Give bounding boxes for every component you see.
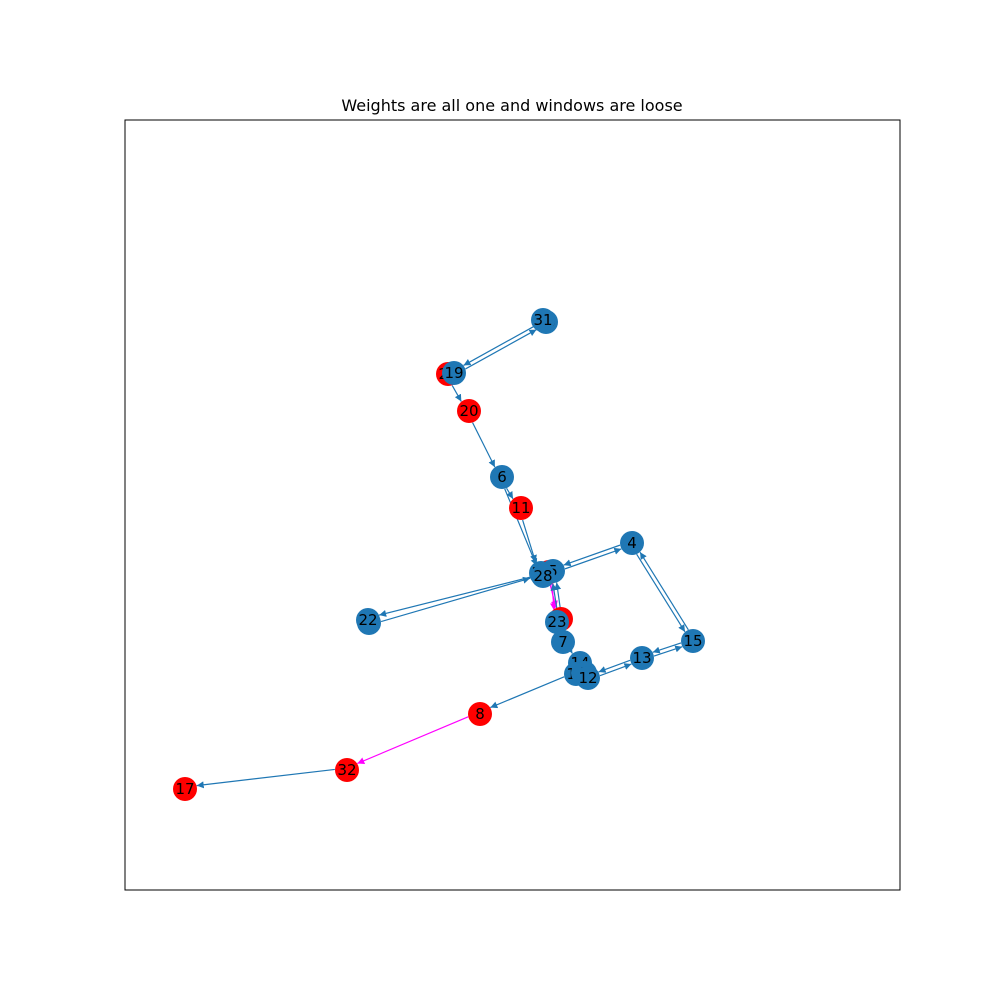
node-circle-11 — [509, 496, 533, 520]
edge-11-to-35 — [522, 519, 537, 563]
edge-6-to-11 — [506, 487, 514, 500]
node-label-15: 15 — [683, 632, 702, 650]
edge-26-to-20 — [451, 385, 462, 402]
node-label-23: 23 — [547, 613, 566, 631]
node-circle-20 — [457, 399, 481, 423]
node-label-20: 20 — [459, 402, 478, 420]
node-circle-13 — [630, 646, 654, 670]
node-circle-4 — [620, 531, 644, 555]
node-label-4: 4 — [627, 534, 637, 552]
edge-24-to-35 — [380, 576, 531, 623]
node-circle-31 — [531, 308, 555, 332]
edge-13-to-15 — [653, 645, 683, 657]
plot-frame — [124, 119, 901, 891]
node-22: 22 — [356, 608, 380, 632]
node-6: 6 — [490, 465, 514, 489]
edge-5-to-4 — [564, 547, 622, 570]
node-17: 17 — [173, 777, 197, 801]
node-label-11: 11 — [511, 499, 530, 517]
edge-28-to-22 — [379, 576, 532, 617]
edge-12-to-13 — [599, 663, 632, 677]
node-circle-12 — [576, 666, 600, 690]
node-19: 19 — [442, 361, 466, 385]
node-circle-6 — [490, 465, 514, 489]
edge-19-to-30 — [465, 329, 537, 370]
edge-4-to-5 — [563, 544, 621, 567]
node-label-28: 28 — [533, 567, 552, 585]
node-label-8: 8 — [475, 705, 485, 723]
node-20: 20 — [457, 399, 481, 423]
edge-30-to-19 — [463, 325, 535, 366]
node-label-12: 12 — [578, 669, 597, 687]
node-12: 12 — [576, 666, 600, 690]
node-28: 28 — [531, 564, 555, 588]
node-7: 7 — [551, 630, 575, 654]
edge-8-to-32 — [357, 716, 469, 765]
node-label-22: 22 — [358, 611, 377, 629]
edge-13-to-12 — [598, 659, 631, 673]
node-4: 4 — [620, 531, 644, 555]
edges-layer — [196, 325, 689, 789]
node-8: 8 — [468, 702, 492, 726]
nodes-layer: 3031261920611415352824223237151314109212… — [173, 308, 705, 801]
node-circle-7 — [551, 630, 575, 654]
node-label-19: 19 — [444, 364, 463, 382]
edge-4-to-15 — [636, 553, 686, 633]
edge-15-to-13 — [652, 642, 682, 654]
node-label-6: 6 — [497, 468, 507, 486]
edge-6-to-28 — [504, 488, 538, 566]
node-circle-32 — [335, 758, 359, 782]
edge-20-to-6 — [472, 422, 496, 468]
node-circle-28 — [531, 564, 555, 588]
node-13: 13 — [630, 646, 654, 670]
edge-10-to-8 — [490, 676, 565, 709]
node-label-17: 17 — [175, 780, 194, 798]
node-label-32: 32 — [337, 761, 356, 779]
node-circle-22 — [356, 608, 380, 632]
node-label-7: 7 — [558, 633, 568, 651]
node-15: 15 — [681, 629, 705, 653]
node-32: 32 — [335, 758, 359, 782]
edge-23-to-1 — [550, 583, 558, 610]
node-11: 11 — [509, 496, 533, 520]
node-31: 31 — [531, 308, 555, 332]
node-circle-17 — [173, 777, 197, 801]
node-circle-8 — [468, 702, 492, 726]
node-circle-23 — [545, 610, 569, 634]
node-circle-19 — [442, 361, 466, 385]
figure-title: Weights are all one and windows are loos… — [341, 96, 682, 115]
node-circle-15 — [681, 629, 705, 653]
node-23: 23 — [545, 610, 569, 634]
edge-32-to-17 — [196, 768, 335, 789]
node-label-31: 31 — [533, 311, 552, 329]
node-label-13: 13 — [632, 649, 651, 667]
edge-15-to-4 — [639, 551, 689, 631]
